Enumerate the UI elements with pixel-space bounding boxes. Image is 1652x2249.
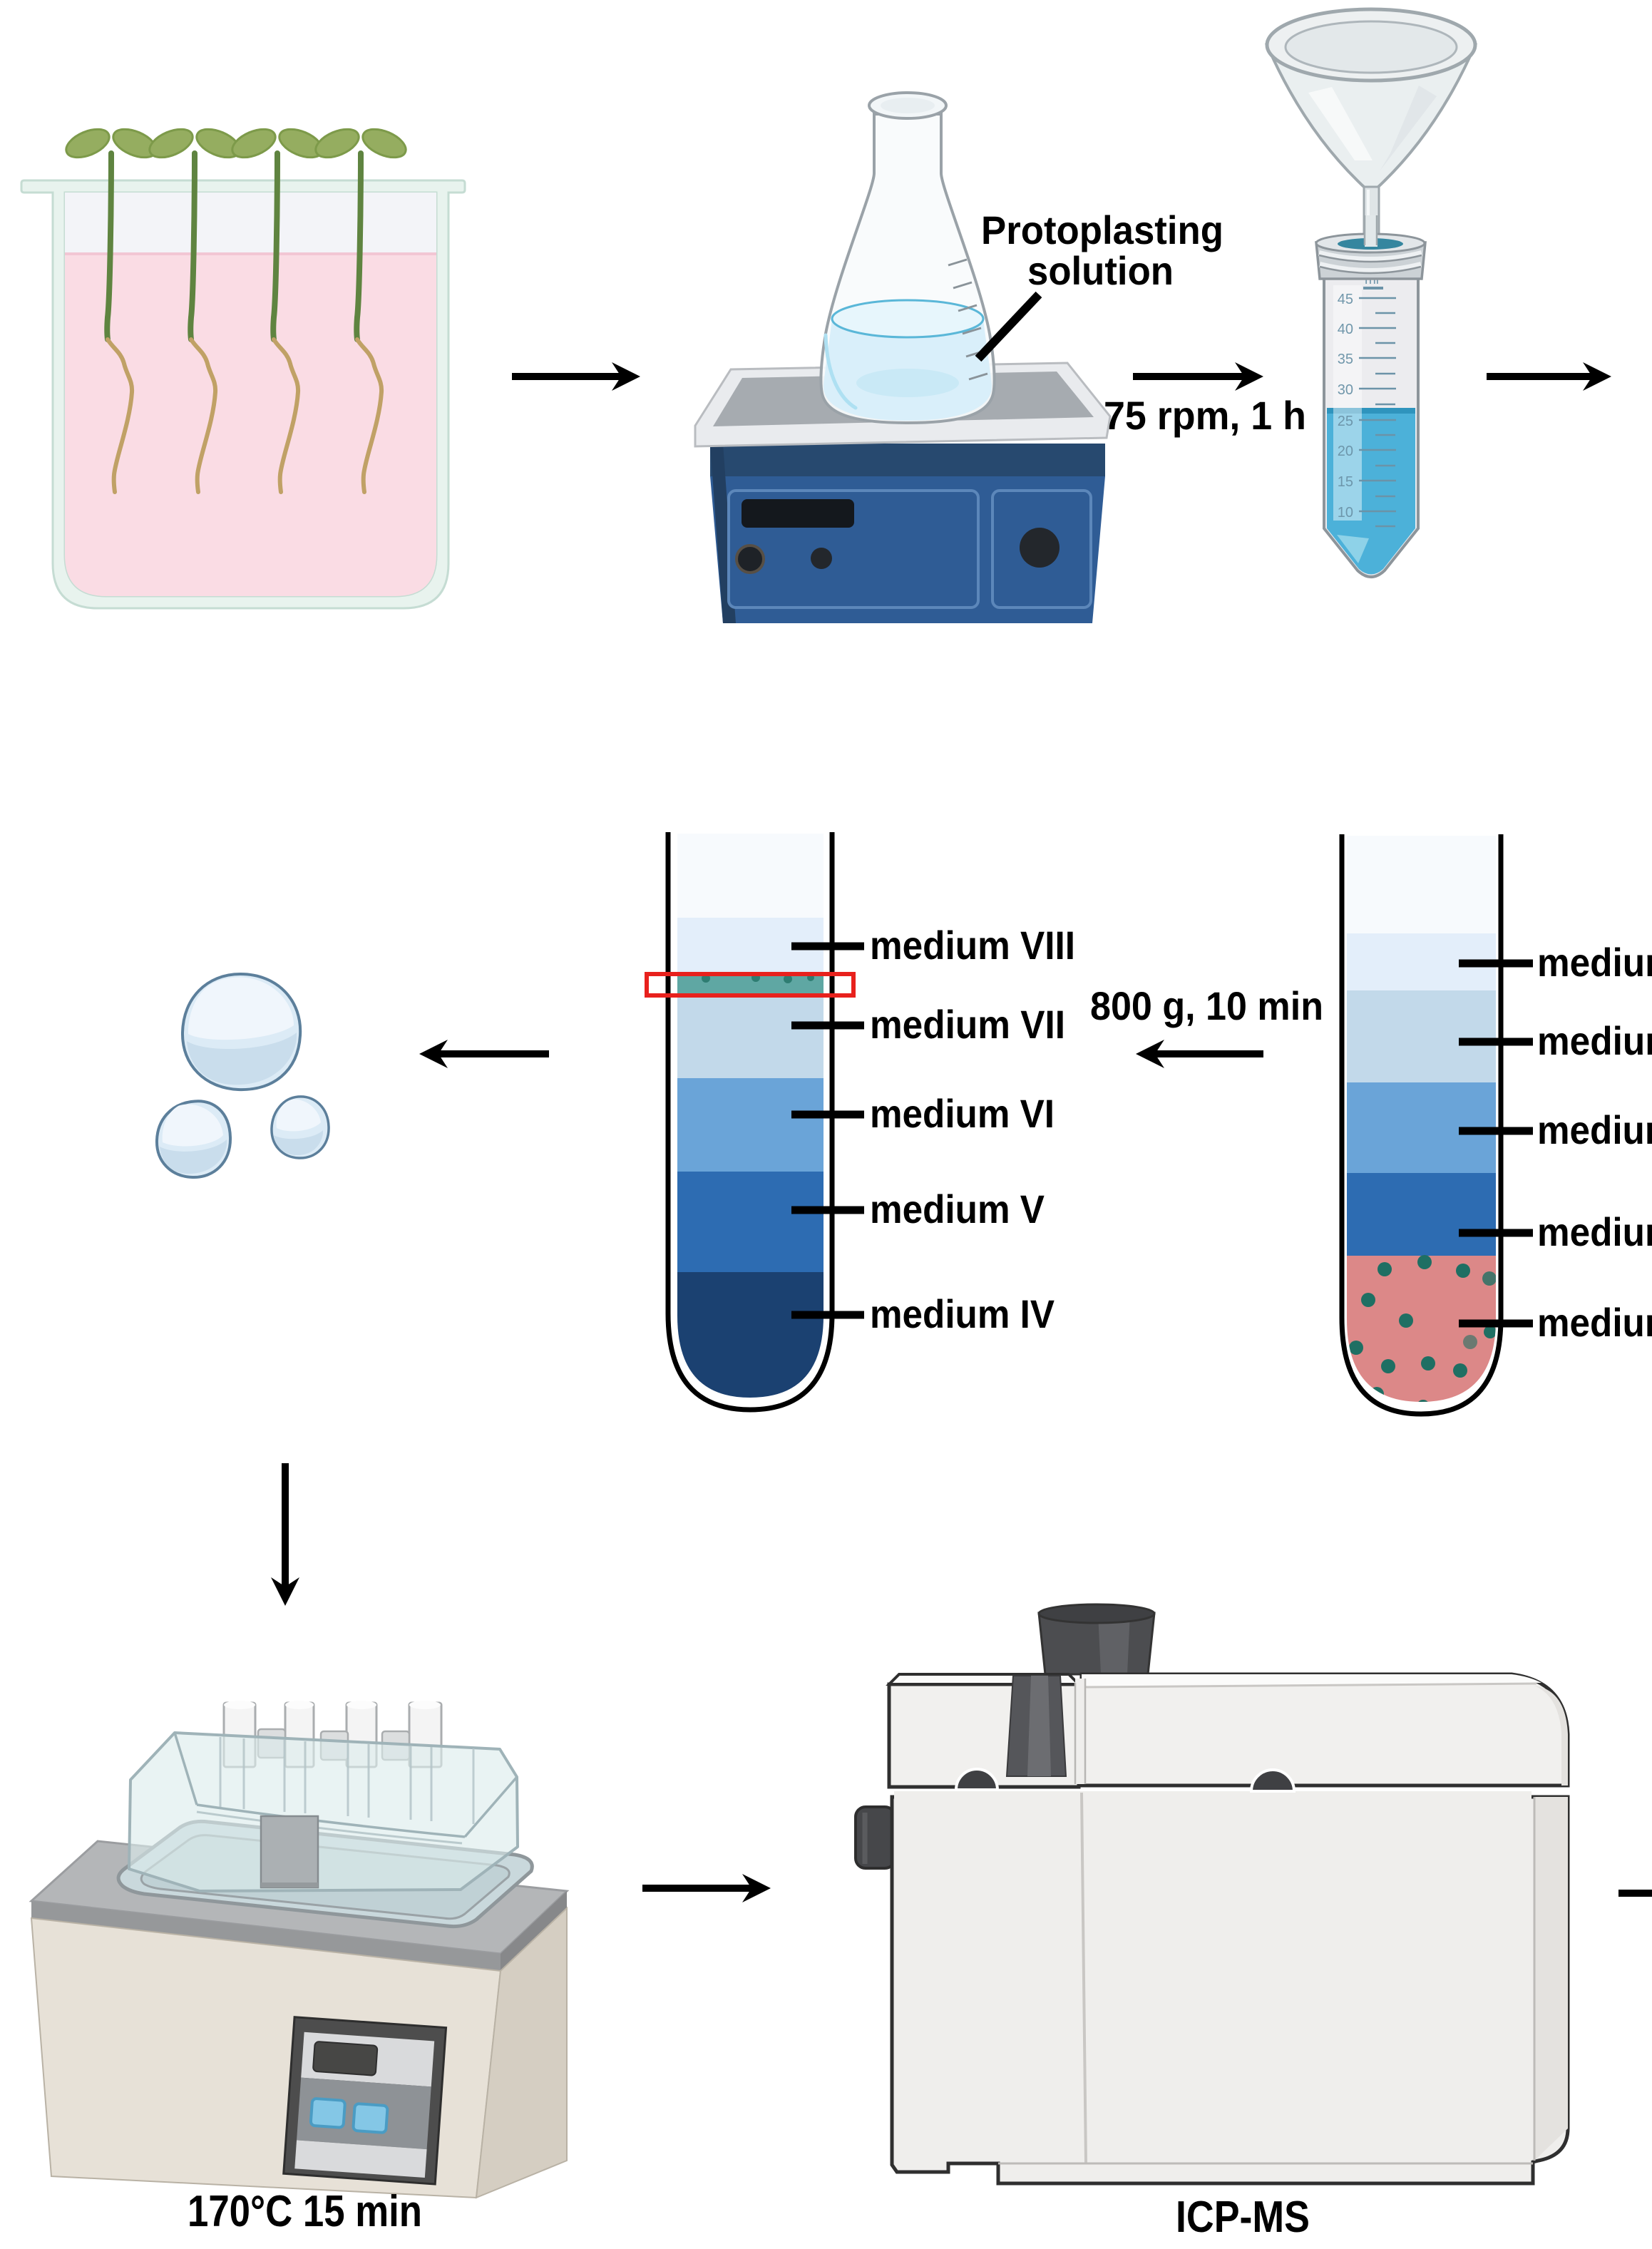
svg-text:25: 25	[1338, 414, 1353, 429]
svg-text:20: 20	[1338, 444, 1353, 459]
svg-text:medium VI: medium VI	[870, 1091, 1055, 1136]
svg-text:35: 35	[1338, 352, 1353, 367]
svg-text:75 rpm, 1 h: 75 rpm, 1 h	[1104, 393, 1306, 438]
svg-text:40: 40	[1338, 322, 1353, 337]
svg-text:10: 10	[1338, 505, 1353, 521]
svg-text:30: 30	[1338, 382, 1353, 398]
svg-text:15: 15	[1338, 474, 1353, 490]
svg-text:medium VII: medium VII	[1537, 1018, 1652, 1063]
svg-text:medium V: medium V	[870, 1187, 1045, 1231]
svg-text:medium VIII: medium VIII	[870, 923, 1075, 968]
svg-text:45: 45	[1338, 292, 1353, 307]
svg-text:800 g, 10 min: 800 g, 10 min	[1090, 983, 1323, 1028]
svg-text:medium IV: medium IV	[870, 1291, 1055, 1336]
svg-text:Protoplasting: Protoplasting	[981, 208, 1223, 252]
svg-text:ICP-MS: ICP-MS	[1176, 2193, 1310, 2242]
svg-text:medium IV: medium IV	[1537, 1300, 1652, 1345]
svg-text:medium V: medium V	[1537, 1209, 1652, 1254]
svg-text:medium VIII: medium VIII	[1537, 940, 1652, 985]
svg-text:solution: solution	[1027, 248, 1174, 293]
svg-text:medium VI: medium VI	[1537, 1107, 1652, 1152]
svg-text:170°C 15 min: 170°C 15 min	[188, 2187, 422, 2236]
svg-text:medium VII: medium VII	[870, 1002, 1065, 1047]
